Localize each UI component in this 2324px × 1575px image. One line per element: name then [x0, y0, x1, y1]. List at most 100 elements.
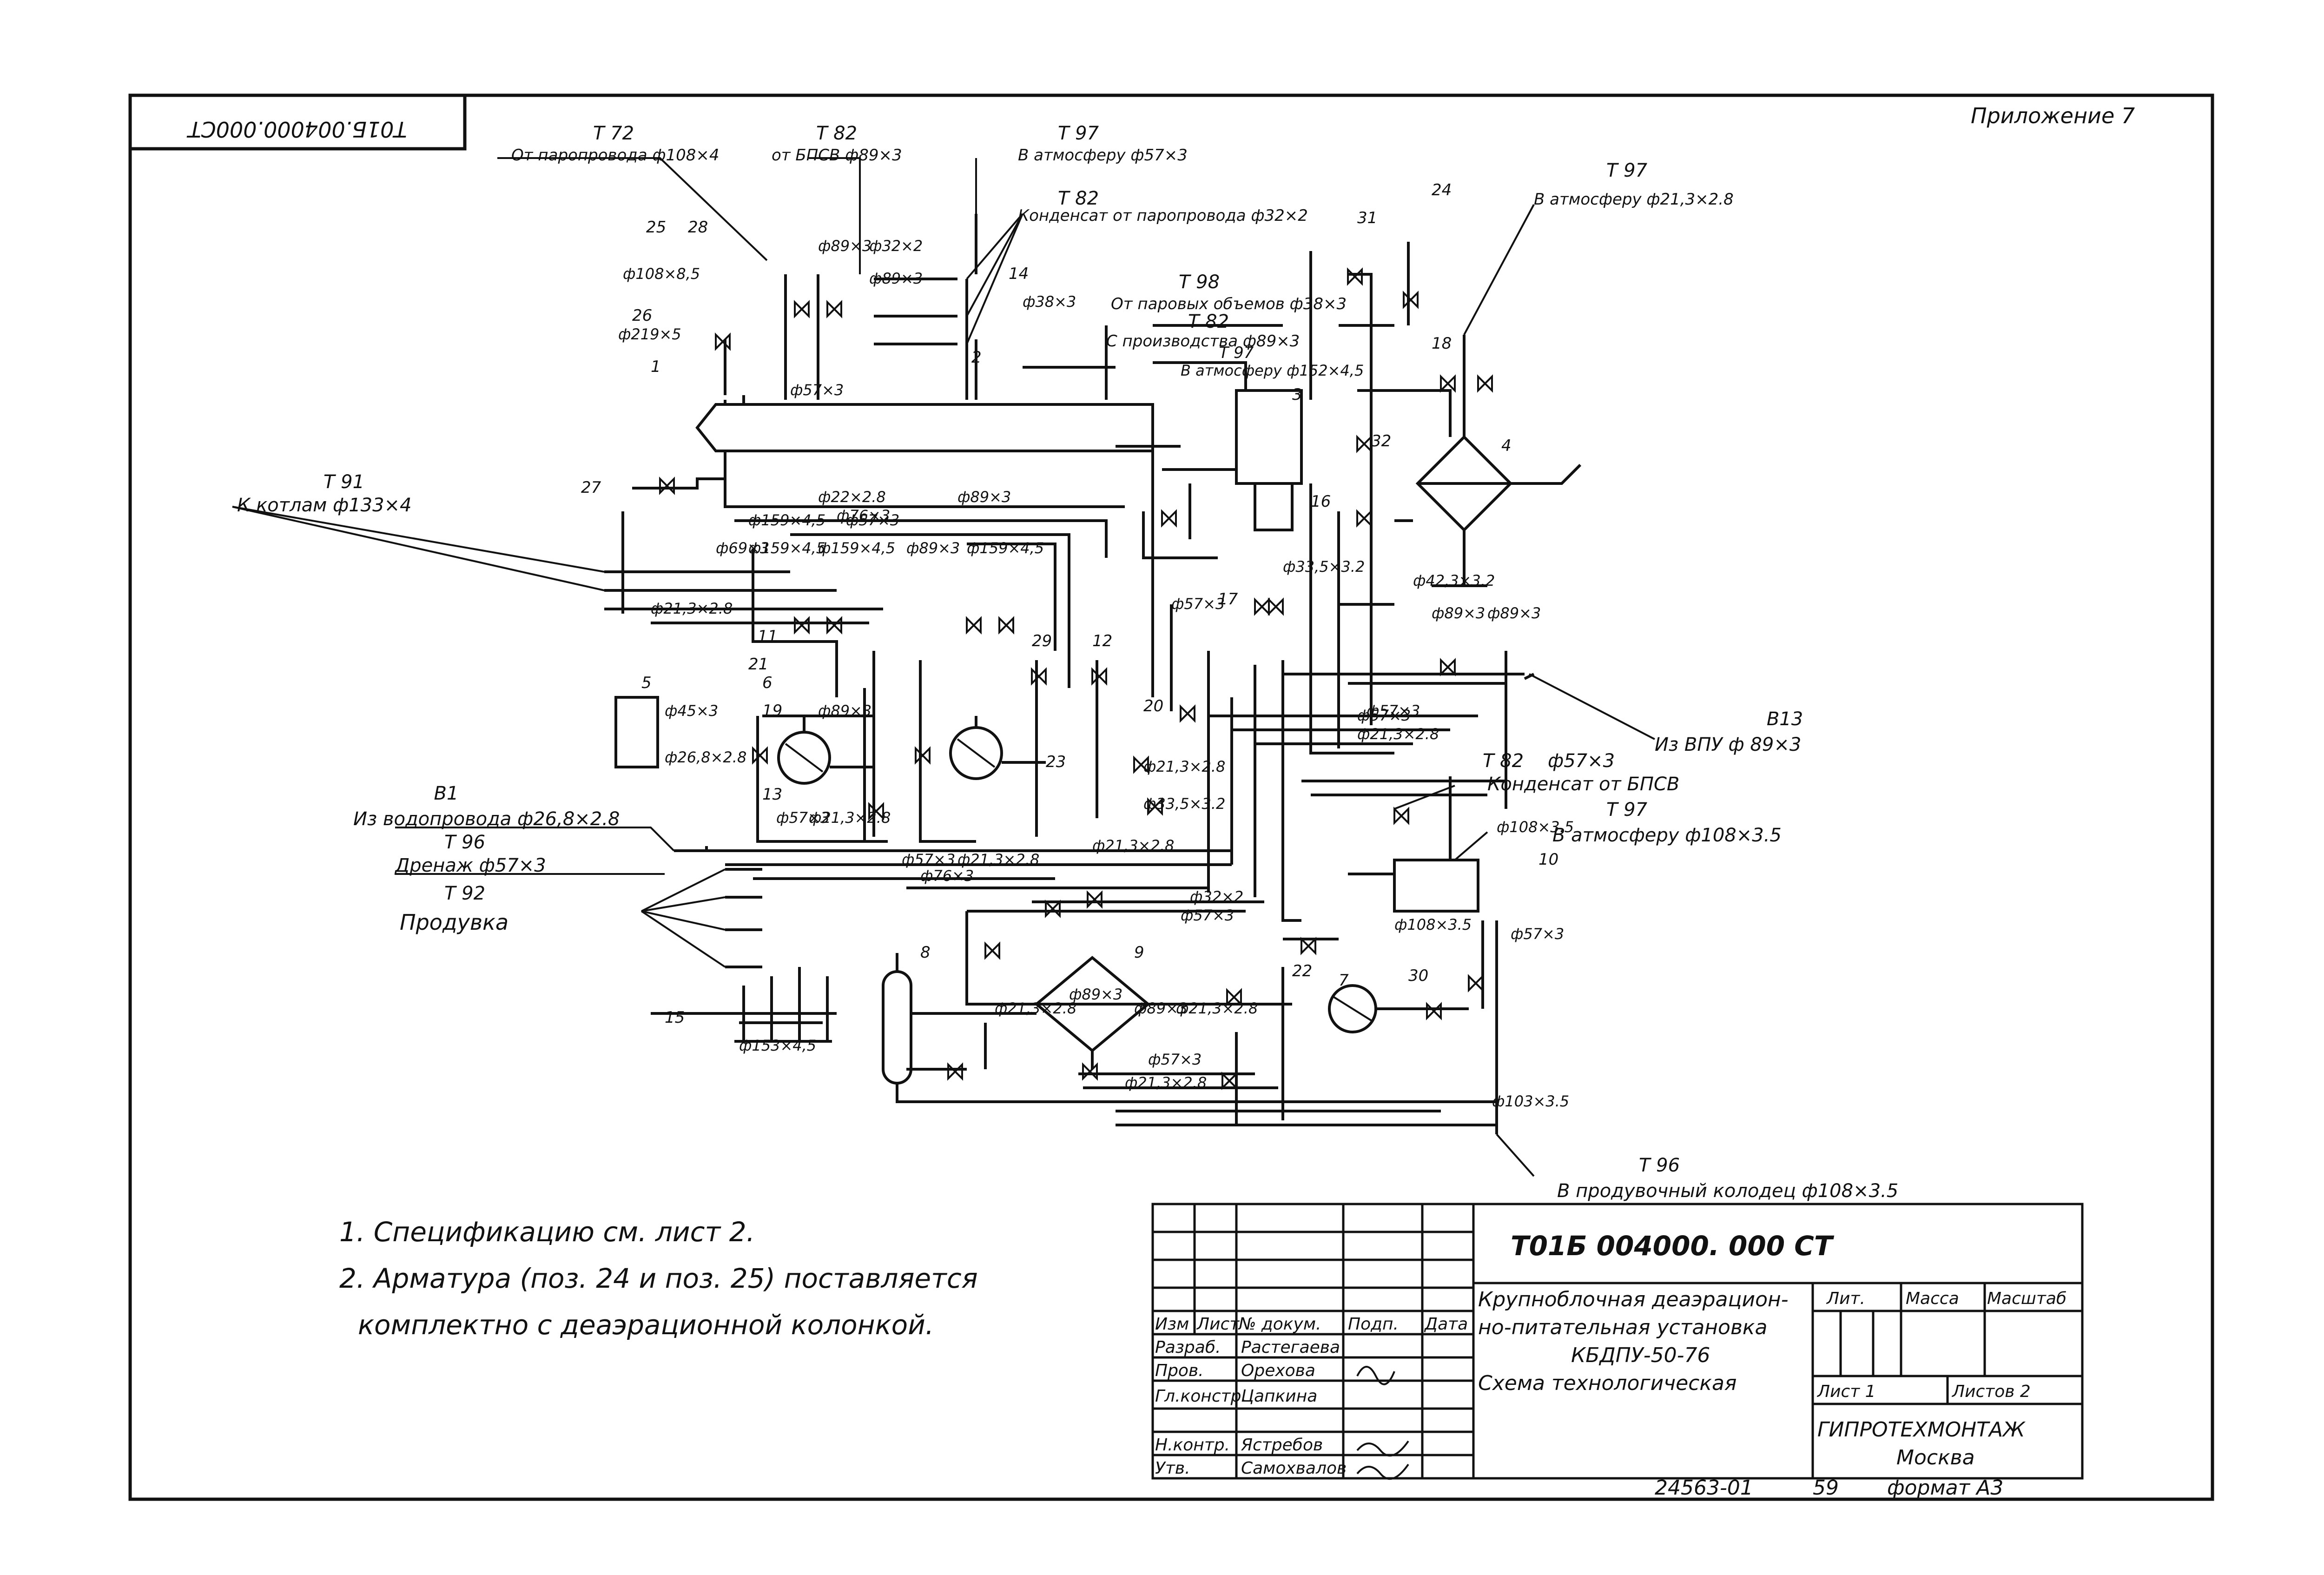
- position-number: 23: [1046, 753, 1066, 771]
- t82-code: Т 82: [816, 123, 857, 144]
- pipe-size-label: ф22×2.8: [818, 488, 886, 506]
- t97d-text: В атмосферу ф108×3.5: [1552, 825, 1782, 846]
- lit-header: Лит.: [1826, 1289, 1865, 1308]
- pipe-size-label: ф108×8,5: [623, 265, 700, 283]
- pipe-size-label: ф21,3×2.8: [651, 600, 733, 617]
- pump-6a: [777, 731, 831, 785]
- pipe-size-label: ф42,3×3.2: [1413, 572, 1495, 589]
- org-name: ГИПРОТЕХМОНТАЖ: [1817, 1418, 2026, 1442]
- t97c-text: В атмосферу ф152×4,5: [1181, 362, 1364, 379]
- pipe-size-label: ф57×3: [790, 381, 844, 399]
- pipe-size-label: ф57×3: [1367, 702, 1420, 720]
- heat-exchanger-4: [1415, 435, 1513, 532]
- position-number: 26: [632, 306, 652, 325]
- position-number: 27: [581, 478, 601, 497]
- pipe-size-label: ф108×3.5: [1497, 818, 1574, 836]
- pipe-size-label: ф89×3: [957, 488, 1011, 506]
- position-number: 29: [1032, 632, 1052, 650]
- pipe-size-labels: ф89×3ф32×2ф89×3ф108×8,5ф219×5ф57×3ф159×4…: [618, 237, 1574, 1110]
- pipe-size-label: ф21,3×2.8: [809, 809, 891, 827]
- pipe-size-label: ф103×3.5: [1492, 1092, 1569, 1110]
- nkontr-role: Н.контр.: [1155, 1436, 1230, 1455]
- pipe-size-label: ф21,3×2.8: [1125, 1074, 1207, 1092]
- position-number: 6: [762, 674, 772, 692]
- pipe-size-label: ф89×3: [906, 539, 960, 557]
- hdr-izm: Изм: [1155, 1315, 1189, 1334]
- pipe-size-label: ф89×3: [1487, 604, 1541, 622]
- position-number: 18: [1432, 334, 1452, 353]
- pipe-size-label: ф57×3: [1148, 1051, 1202, 1068]
- t82b-text: Конденсат от паропровода ф32×2: [1018, 206, 1308, 225]
- razrab-role: Разраб.: [1155, 1338, 1221, 1357]
- pipe-size-label: ф159×4,5: [818, 539, 895, 557]
- position-number: 11: [758, 627, 778, 646]
- position-number: 16: [1311, 492, 1331, 511]
- footer-code: 24563-01: [1655, 1476, 1753, 1500]
- position-number: 19: [762, 701, 782, 720]
- pump-6b: [949, 726, 1003, 780]
- title-line-4: Схема технологическая: [1478, 1371, 1736, 1395]
- pipe-size-label: ф21,3×2.8: [1092, 837, 1174, 854]
- pipe-size-label: ф153×4,5: [739, 1037, 816, 1054]
- doc-number: Т01Б 004000. 000 СТ: [1511, 1230, 1835, 1262]
- t98-code: Т 98: [1179, 271, 1220, 293]
- b13-code: В13: [1767, 708, 1803, 730]
- pipe-size-label: ф32×2: [869, 237, 923, 255]
- pipe-size-label: ф26,8×2.8: [665, 748, 746, 766]
- position-number: 20: [1143, 697, 1163, 715]
- pipe-size-label: ф21,3×2.8: [1176, 999, 1258, 1017]
- prov-role: Пров.: [1155, 1361, 1204, 1380]
- note-3: комплектно с деаэрационной колонкой.: [358, 1309, 934, 1341]
- t72-code: Т 72: [593, 123, 634, 144]
- position-number: 1: [651, 357, 661, 376]
- footer-format: формат А3: [1887, 1476, 2003, 1500]
- t82d-code: Т 82: [1483, 750, 1524, 772]
- pipe-size-label: ф57×3: [1181, 907, 1234, 924]
- position-number: 7: [1339, 971, 1349, 990]
- pipe-size-label: ф89×3: [818, 237, 872, 255]
- signature-nkontr: [1356, 1440, 1409, 1457]
- t96b-code: Т 96: [1639, 1155, 1680, 1176]
- pipe-size-label: ф21,3×2.8: [995, 999, 1076, 1017]
- pipe-size-label: ф108×3.5: [1394, 916, 1472, 933]
- t98-text: От паровых объемов ф38×3: [1111, 295, 1347, 313]
- title-line-2: но-питательная установка: [1478, 1316, 1767, 1339]
- pipe-size-label: ф33,5×3.2: [1143, 795, 1225, 813]
- vessel-10: [1393, 859, 1479, 913]
- pipe-size-label: ф76×3: [837, 507, 890, 524]
- prov-name: Орехова: [1241, 1361, 1315, 1380]
- footer-num: 59: [1813, 1476, 1839, 1500]
- deaerator-tank: [695, 395, 1154, 470]
- t92-text: Продувка: [400, 910, 508, 935]
- note-1: 1. Спецификацию см. лист 2.: [339, 1216, 755, 1248]
- b1-code: В1: [434, 783, 459, 804]
- t97-text: В атмосферу ф57×3: [1018, 146, 1188, 165]
- pipe-size-label: ф21,3×2.8: [1357, 725, 1439, 743]
- t96-text: Дренаж ф57×3: [394, 855, 546, 876]
- position-number: 2: [971, 348, 982, 367]
- vessel-8: [882, 970, 912, 1085]
- pipe-size-label: ф159×4,5: [967, 539, 1044, 557]
- gl-name: Цапкина: [1241, 1387, 1317, 1406]
- hdr-list: Лист: [1196, 1315, 1240, 1334]
- pipe-size-label: ф159×4,5: [748, 511, 825, 529]
- b1-text: Из водопровода ф26,8×2.8: [353, 808, 620, 830]
- pipe-size-label: ф89×3: [818, 702, 872, 720]
- pipe-size-label: ф38×3: [1023, 293, 1076, 311]
- t82c-text: С производства ф89×3: [1106, 332, 1300, 351]
- title-line-1: Крупноблочная деаэрацион-: [1478, 1288, 1789, 1311]
- t97r-code: Т 97: [1606, 160, 1648, 181]
- t82d-sub: Конденсат от БПСВ: [1487, 774, 1679, 795]
- position-number: 9: [1134, 943, 1144, 962]
- pipe-size-label: ф57×3: [1511, 925, 1564, 943]
- position-number: 14: [1009, 265, 1029, 283]
- pipe-size-label: ф76×3: [920, 867, 974, 885]
- b13-text: Из ВПУ ф 89×3: [1655, 734, 1801, 755]
- title-block: [1151, 1203, 2084, 1480]
- pipe-size-label: ф57×3: [1357, 707, 1411, 724]
- position-number: 31: [1357, 209, 1377, 227]
- rotated-code-box: [128, 93, 467, 151]
- valves: [659, 267, 1493, 1090]
